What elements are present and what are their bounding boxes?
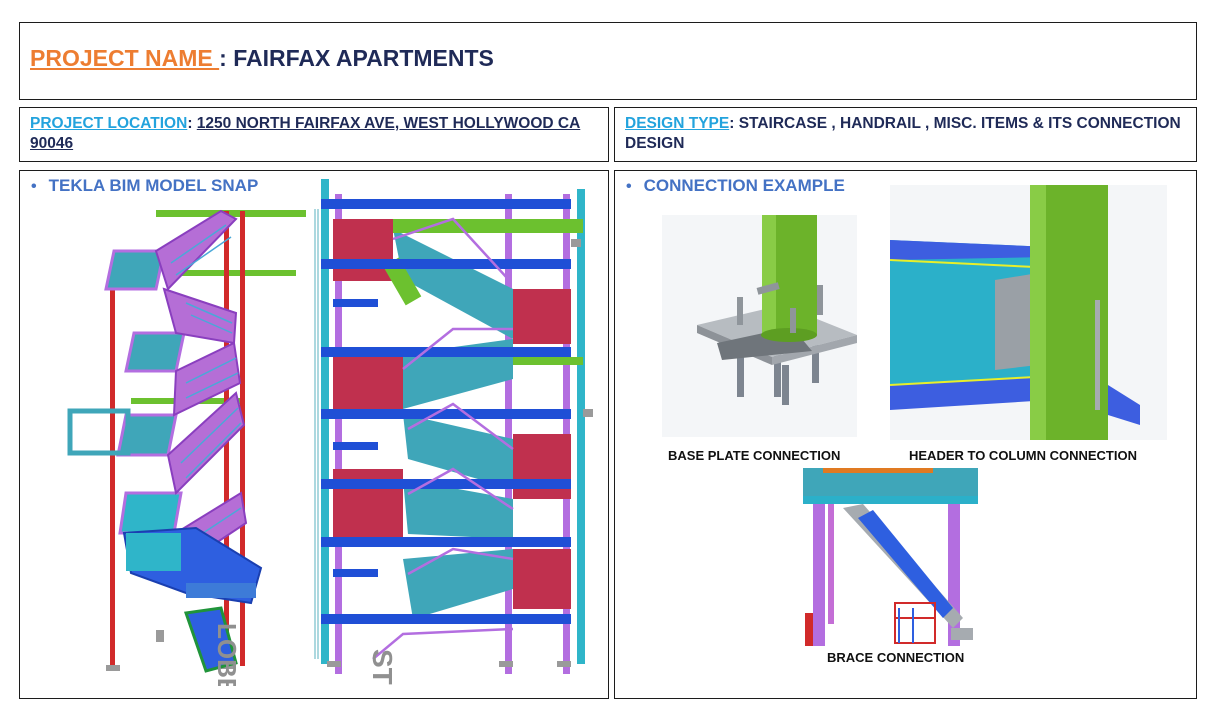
brace-connection-caption: BRACE CONNECTION	[827, 650, 965, 665]
stair-model-right-image: ST	[313, 179, 600, 697]
bim-model-heading: • TEKLA BIM MODEL SNAP	[31, 176, 258, 196]
bullet-icon: •	[626, 178, 632, 195]
bim-model-panel: • TEKLA BIM MODEL SNAP	[19, 170, 609, 699]
design-type-separator: :	[729, 115, 739, 132]
connection-example-heading: • CONNECTION EXAMPLE	[626, 176, 845, 196]
connection-example-heading-text: CONNECTION EXAMPLE	[643, 176, 845, 195]
connection-example-panel: • CONNECTION EXAMPLE BASE PLATE CONNECTIO…	[614, 170, 1197, 699]
design-type: DESIGN TYPE: STAIRCASE , HANDRAIL , MISC…	[625, 114, 1186, 154]
design-type-value: STAIRCASE , HANDRAIL , MISC. ITEMS & ITS…	[625, 115, 1181, 152]
project-title: PROJECT NAME : FAIRFAX APARTMENTS	[30, 45, 494, 72]
project-location: PROJECT LOCATION: 1250 NORTH FAIRFAX AVE…	[30, 114, 598, 154]
project-name-label: PROJECT NAME	[30, 45, 220, 71]
base-plate-connection-image	[662, 215, 857, 437]
header-to-column-connection-image	[890, 185, 1167, 440]
header-to-column-connection-caption: HEADER TO COLUMN CONNECTION	[909, 448, 1137, 463]
project-title-separator: :	[219, 45, 234, 71]
project-location-separator: :	[187, 115, 197, 132]
design-type-label: DESIGN TYPE	[625, 115, 730, 132]
project-title-box: PROJECT NAME : FAIRFAX APARTMENTS	[19, 22, 1197, 100]
bim-model-heading-text: TEKLA BIM MODEL SNAP	[48, 176, 259, 195]
base-plate-connection-caption: BASE PLATE CONNECTION	[668, 448, 841, 463]
project-location-label: PROJECT LOCATION	[30, 115, 188, 132]
design-type-box: DESIGN TYPE: STAIRCASE , HANDRAIL , MISC…	[614, 107, 1197, 162]
stair-model-label: ST	[367, 649, 398, 685]
lobby-model-label: LOBBY	[212, 623, 242, 686]
project-name-value: FAIRFAX APARTMENTS	[233, 45, 494, 71]
brace-connection-image	[803, 468, 978, 646]
project-location-box: PROJECT LOCATION: 1250 NORTH FAIRFAX AVE…	[19, 107, 609, 162]
stair-model-left-image: LOBBY	[36, 193, 312, 686]
bullet-icon: •	[31, 178, 37, 195]
project-location-value: 1250 NORTH FAIRFAX AVE, WEST HOLLYWOOD C…	[30, 115, 581, 152]
